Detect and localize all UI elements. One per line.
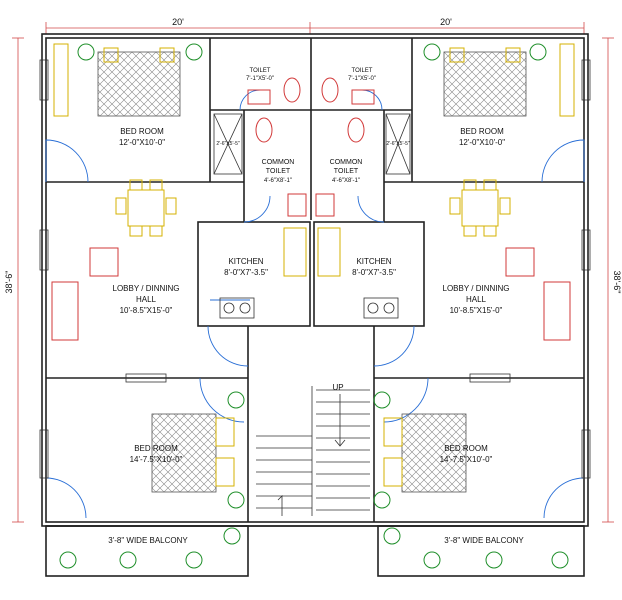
- walls: [41, 33, 589, 577]
- windows: [39, 59, 591, 479]
- bedroom-bottom-left-size: 14'-7.5"X10'-0": [130, 455, 183, 464]
- toilet-right-size: 7'-1"X5'-0": [348, 76, 376, 82]
- dining-table-right: [449, 179, 511, 237]
- toilet-left-name: TOILET: [250, 68, 271, 74]
- common-toilet-left-line1: COMMON: [262, 159, 295, 166]
- common-toilet-left-line2: TOILET: [266, 168, 291, 175]
- shaft-left-label: 2'-6"X5'-5": [216, 141, 239, 147]
- common-toilet-right-size: 4'-6"X8'-1": [332, 178, 360, 184]
- balcony-right-label: 3'-8" WIDE BALCONY: [444, 536, 524, 545]
- kitchen-right-name: KITCHEN: [356, 257, 391, 266]
- lobby-right-line1: LOBBY / DINNING: [443, 284, 510, 293]
- kitchen-left-name: KITCHEN: [228, 257, 263, 266]
- sofa-left: [51, 247, 119, 341]
- lobby-left-line2: HALL: [136, 295, 157, 304]
- dim-top-right: 20': [440, 17, 452, 27]
- bedroom-bottom-right-name: BED ROOM: [444, 444, 488, 453]
- dimension-lines: [12, 22, 614, 523]
- shaft-right-label: 2'-6"X5'-5": [386, 141, 409, 147]
- doors: [45, 89, 585, 519]
- bedroom-bottom-right-size: 14'-7.5"X10'-0": [440, 455, 493, 464]
- bedroom-bottom-left-name: BED ROOM: [134, 444, 178, 453]
- bed-bottom-left: [151, 391, 245, 509]
- kitchen-left-size: 8'-0"X7'-3.5": [224, 268, 268, 277]
- stair-up-label: UP: [332, 383, 343, 392]
- kitchen-right-size: 8'-0"X7'-3.5": [352, 268, 396, 277]
- bed-top-right: [423, 43, 575, 117]
- lobby-right-line2: HALL: [466, 295, 487, 304]
- bedroom-top-right-size: 12'-0"X10'-0": [459, 138, 505, 147]
- balcony-plants: [59, 527, 569, 569]
- bedroom-top-left-name: BED ROOM: [120, 127, 164, 136]
- sanitary-fixtures: [247, 77, 375, 217]
- sofa-right: [505, 247, 571, 341]
- balcony-left-label: 3'-8" WIDE BALCONY: [108, 536, 188, 545]
- bedroom-top-left-size: 12'-0"X10'-0": [119, 138, 165, 147]
- common-toilet-left-size: 4'-6"X8'-1": [264, 178, 292, 184]
- shaft-left: [213, 113, 243, 175]
- toilet-left-size: 7'-1"X5'-0": [246, 76, 274, 82]
- toilet-right-name: TOILET: [352, 68, 373, 74]
- bed-bottom-right: [373, 391, 467, 509]
- dining-table-left: [115, 179, 177, 237]
- kitchen-fixtures: [219, 227, 399, 319]
- lobby-left-size: 10'-8.5"X15'-0": [120, 306, 173, 315]
- dim-right-height: 38'-6": [612, 271, 622, 294]
- lobby-right-size: 10'-8.5"X15'-0": [450, 306, 503, 315]
- bedroom-top-right-name: BED ROOM: [460, 127, 504, 136]
- bed-top-left: [53, 43, 203, 117]
- shaft-right: [385, 113, 411, 175]
- staircase: [256, 386, 370, 516]
- dim-top-left: 20': [172, 17, 184, 27]
- common-toilet-right-line2: TOILET: [334, 168, 359, 175]
- dim-left-height: 38'-6": [4, 271, 14, 294]
- common-toilet-right-line1: COMMON: [330, 159, 363, 166]
- lobby-left-line1: LOBBY / DINNING: [113, 284, 180, 293]
